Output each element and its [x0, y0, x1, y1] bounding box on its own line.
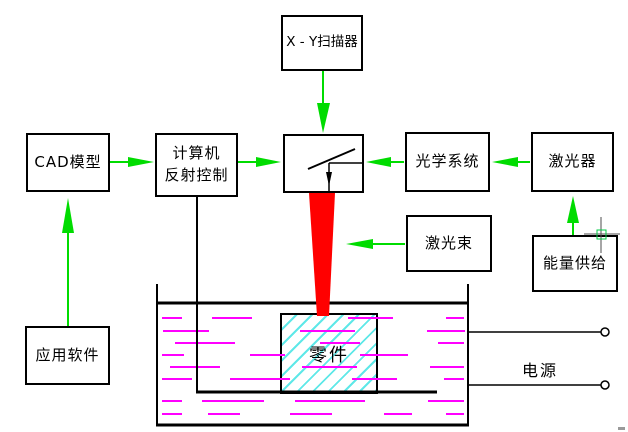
liquid-dash	[250, 354, 285, 356]
liquid-dash	[162, 413, 182, 415]
screen-artifact	[618, 427, 625, 430]
galvo-mirror-symbol	[307, 148, 363, 191]
liquid-dash	[175, 342, 235, 344]
liquid-dash	[208, 413, 240, 415]
elevator-platform	[196, 197, 437, 394]
liquid-dash	[446, 413, 464, 415]
node-laser-beam: 激光束	[406, 215, 492, 272]
liquid-dash	[230, 378, 290, 380]
terminal-circle-top	[600, 327, 610, 337]
node-app-software: 应用软件	[25, 326, 110, 385]
flow-arrows	[62, 71, 579, 326]
laser-beam-cone	[309, 193, 335, 316]
node-energy-supply-label: 能量供给	[542, 253, 607, 272]
liquid-dash	[348, 317, 393, 319]
liquid-dash	[302, 366, 357, 368]
node-computer-control: 计算机 反射控制	[155, 133, 238, 197]
node-laser-beam-label: 激光束	[424, 233, 473, 252]
liquid-dash	[360, 354, 408, 356]
liquid-dash	[162, 400, 182, 402]
liquid-dash	[428, 400, 464, 402]
power-supply-label: 电源	[521, 361, 558, 380]
node-xy-scanner: X - Y扫描器	[281, 15, 363, 71]
part-label: 零件	[309, 344, 349, 366]
tank-outline	[156, 284, 469, 427]
liquid-dash	[162, 378, 192, 380]
liquid-dash	[290, 413, 332, 415]
node-xy-scanner-label: X - Y扫描器	[286, 34, 358, 51]
node-laser-device: 激光器	[531, 132, 614, 192]
mirror-down-arrowhead	[326, 172, 332, 186]
liquid-dash	[162, 317, 182, 319]
liquid-dash	[438, 342, 464, 344]
liquid-dash	[352, 378, 397, 380]
node-cad-model-label: CAD模型	[34, 152, 102, 171]
liquid-dash	[320, 342, 360, 344]
node-app-software-label: 应用软件	[35, 345, 100, 364]
liquid-dash	[300, 330, 355, 332]
node-optical-system-label: 光学系统	[415, 152, 480, 171]
power-terminals	[469, 327, 610, 390]
liquid-dash	[295, 400, 365, 402]
part-block: 零件	[280, 313, 378, 394]
liquid-dash	[170, 366, 220, 368]
node-cad-model: CAD模型	[26, 133, 110, 192]
liquid-dash	[444, 378, 464, 380]
liquid-dash	[430, 366, 464, 368]
liquid-dash	[446, 317, 464, 319]
liquid-dash	[427, 330, 465, 332]
liquid-dash	[162, 354, 184, 356]
node-computer-control-line1: 计算机	[172, 144, 221, 163]
liquid-dash	[202, 400, 264, 402]
node-laser-device-label: 激光器	[548, 152, 597, 171]
liquid-dash	[384, 413, 412, 415]
liquid-dash	[163, 330, 209, 332]
terminal-circle-bottom	[600, 380, 610, 390]
node-energy-supply: 能量供给	[532, 235, 618, 292]
crosshair-cursor	[584, 217, 620, 253]
liquid-dash	[212, 317, 252, 319]
node-computer-control-line2: 反射控制	[164, 166, 229, 184]
node-optical-system: 光学系统	[405, 132, 490, 192]
